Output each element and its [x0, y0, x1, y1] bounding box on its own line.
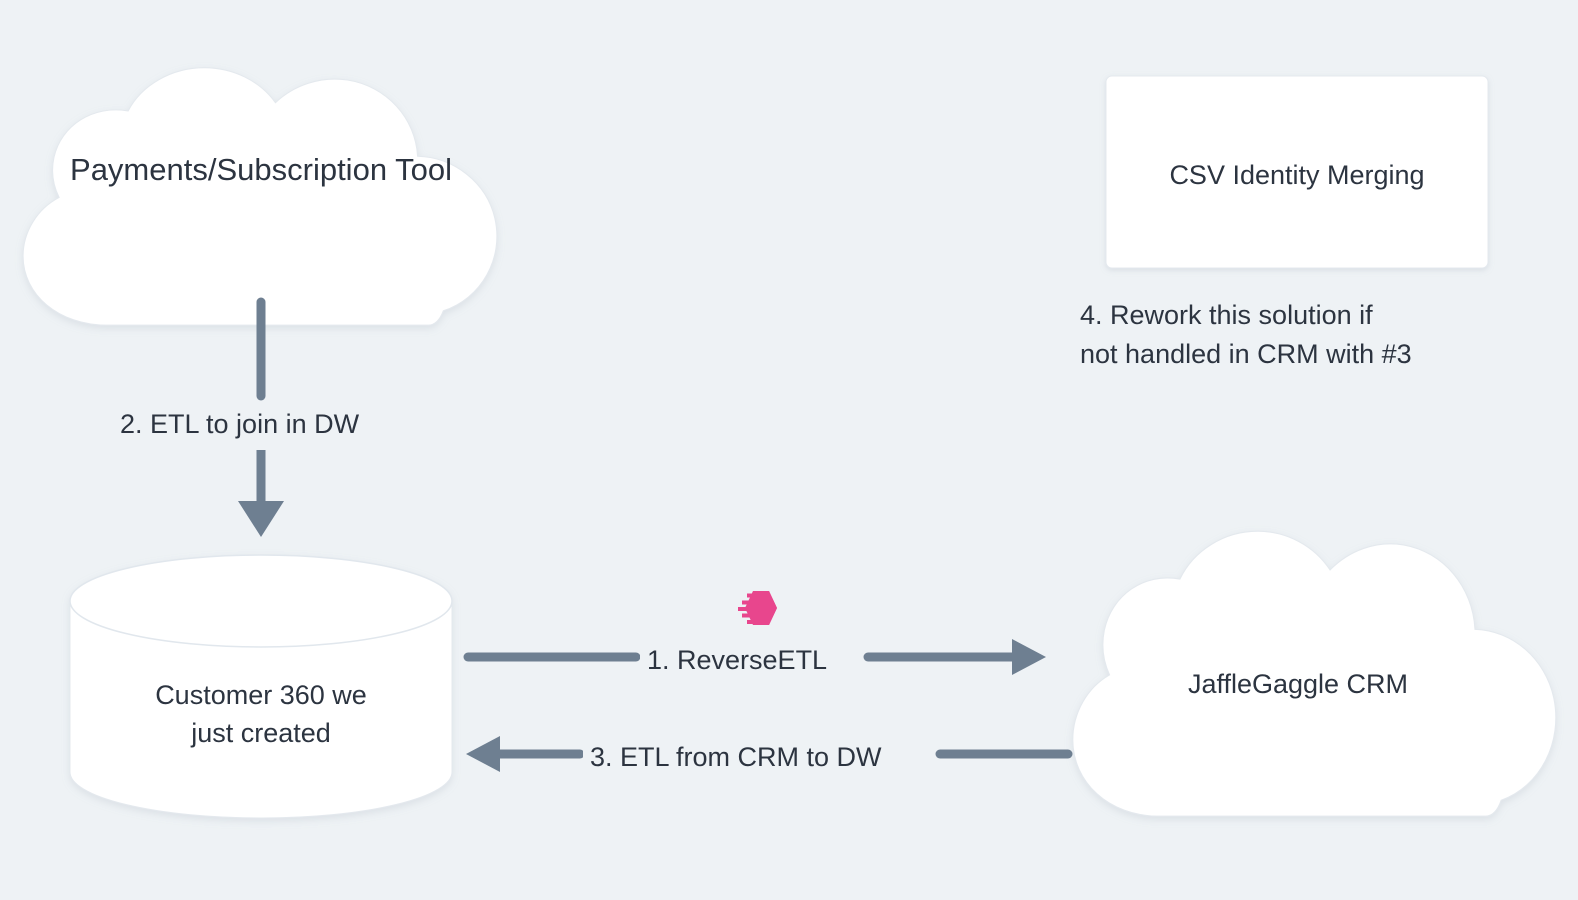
node-csv-box[interactable] [1105, 75, 1489, 269]
node-payments-cloud[interactable] [22, 67, 498, 326]
edge-2-label: 2. ETL to join in DW [112, 405, 368, 445]
edge-1-label: 1. ReverseETL [640, 641, 835, 681]
edge-3-arrow [466, 736, 1073, 772]
edge-2-arrow [238, 297, 284, 537]
node-warehouse-cylinder[interactable] [69, 554, 453, 819]
edge-3-label: 3. ETL from CRM to DW [583, 738, 889, 778]
edge-1-arrow [463, 639, 1046, 675]
hightouch-icon [736, 588, 780, 628]
node-crm-cloud[interactable] [1072, 530, 1557, 817]
